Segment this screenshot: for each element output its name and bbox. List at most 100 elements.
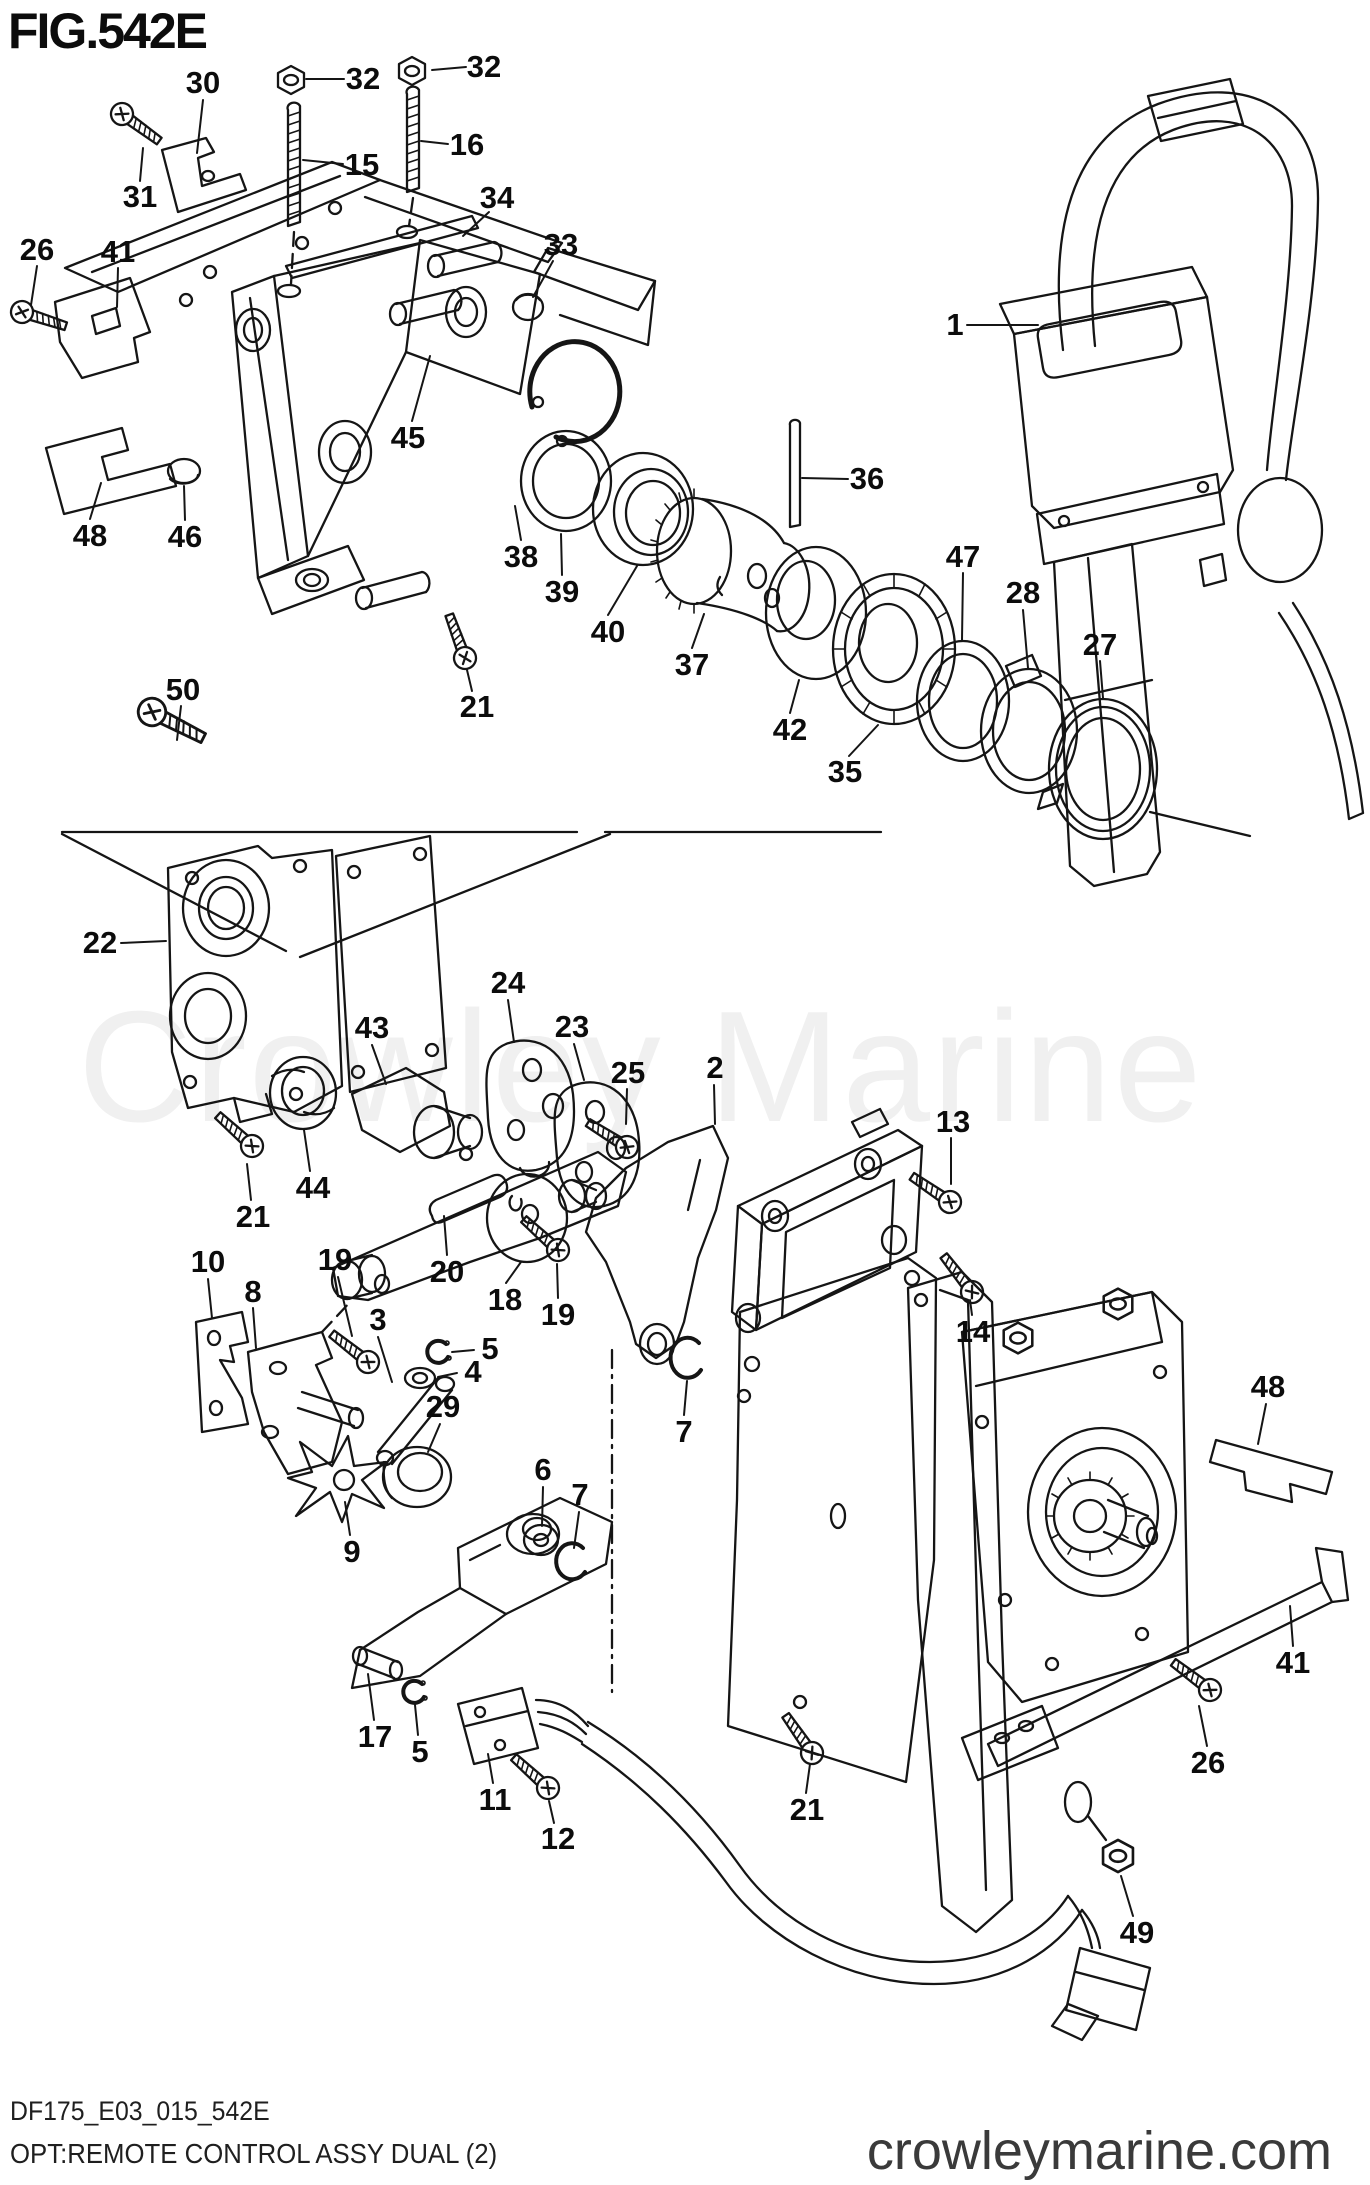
leader-line-33: [532, 260, 554, 298]
part-label-18[interactable]: 18: [487, 1282, 523, 1317]
watermark-text: Crowley Marine: [78, 979, 1204, 1155]
part-label-49[interactable]: 49: [1119, 1915, 1155, 1950]
leader-line-25: [625, 1088, 628, 1125]
part-label-6[interactable]: 6: [534, 1452, 552, 1487]
part-label-23[interactable]: 23: [554, 1009, 590, 1044]
part-label-4[interactable]: 4: [464, 1354, 482, 1389]
leader-line-40: [607, 565, 638, 616]
part-label-32[interactable]: 32: [466, 49, 502, 84]
leader-line-49: [1120, 1875, 1134, 1917]
part-label-34[interactable]: 34: [479, 180, 515, 215]
part-label-32[interactable]: 32: [345, 61, 381, 96]
part-label-15[interactable]: 15: [344, 147, 380, 182]
leader-line-15: [302, 159, 344, 165]
part-label-21[interactable]: 21: [235, 1199, 271, 1234]
leader-line-44: [303, 1129, 311, 1172]
part-label-48[interactable]: 48: [1250, 1369, 1286, 1404]
part-label-17[interactable]: 17: [357, 1719, 393, 1754]
part-label-28[interactable]: 28: [1005, 575, 1041, 610]
part-label-40[interactable]: 40: [590, 614, 626, 649]
leader-line-48: [1257, 1403, 1267, 1445]
part-label-26[interactable]: 26: [19, 232, 55, 267]
leader-line-24: [507, 999, 515, 1043]
part-label-41[interactable]: 41: [1275, 1645, 1311, 1680]
leader-line-7: [573, 1511, 580, 1549]
leader-line-37: [691, 613, 705, 649]
leader-line-11: [487, 1753, 494, 1784]
leader-line-9: [344, 1501, 351, 1536]
part-label-25[interactable]: 25: [610, 1055, 646, 1090]
part-label-43[interactable]: 43: [354, 1010, 390, 1045]
leader-line-17: [367, 1673, 375, 1721]
part-label-3[interactable]: 3: [369, 1302, 387, 1337]
control-unit-right: [906, 1270, 1350, 1934]
part-label-5[interactable]: 5: [411, 1734, 429, 1769]
part-label-7[interactable]: 7: [571, 1477, 589, 1512]
leader-line-39: [560, 533, 563, 576]
part-label-30[interactable]: 30: [185, 65, 221, 100]
upper-bracket-assembly: [6, 55, 657, 752]
part-label-13[interactable]: 13: [935, 1104, 971, 1139]
leader-line-50: [176, 705, 182, 741]
part-label-12[interactable]: 12: [540, 1821, 576, 1856]
leader-line-41: [116, 267, 119, 308]
part-label-8[interactable]: 8: [244, 1274, 262, 1309]
footer-site-link[interactable]: crowleymarine.com: [866, 2121, 1332, 2181]
leader-line-4: [437, 1372, 458, 1378]
leader-line-2: [713, 1084, 716, 1125]
part-label-16[interactable]: 16: [449, 127, 485, 162]
part-label-2[interactable]: 2: [706, 1050, 724, 1085]
part-label-14[interactable]: 14: [955, 1314, 991, 1349]
part-label-11[interactable]: 11: [478, 1782, 512, 1817]
part-label-20[interactable]: 20: [429, 1254, 465, 1289]
figure-title: FIG.542E: [8, 3, 208, 59]
leader-line-26: [1198, 1705, 1208, 1747]
part-label-1[interactable]: 1: [946, 307, 964, 342]
part-label-7[interactable]: 7: [675, 1414, 693, 1449]
part-label-27[interactable]: 27: [1082, 627, 1118, 662]
leader-lines-layer: [30, 66, 1294, 1917]
leader-line-35: [848, 724, 879, 757]
part-label-22[interactable]: 22: [82, 925, 118, 960]
part-label-42[interactable]: 42: [772, 712, 808, 747]
leader-line-42: [789, 679, 800, 714]
part-label-19[interactable]: 19: [540, 1297, 576, 1332]
leader-line-29: [427, 1423, 441, 1453]
part-label-24[interactable]: 24: [490, 965, 526, 1000]
part-label-35[interactable]: 35: [827, 754, 863, 789]
part-label-5[interactable]: 5: [481, 1331, 499, 1366]
part-label-46[interactable]: 46: [167, 519, 203, 554]
part-label-29[interactable]: 29: [425, 1389, 461, 1424]
part-label-37[interactable]: 37: [674, 647, 710, 682]
part-label-19[interactable]: 19: [317, 1242, 353, 1277]
part-label-48[interactable]: 48: [72, 518, 108, 553]
part-label-21[interactable]: 21: [459, 689, 495, 724]
part-label-31[interactable]: 31: [122, 179, 158, 214]
leader-line-34: [462, 211, 490, 237]
leader-line-46: [183, 485, 186, 521]
part-label-38[interactable]: 38: [503, 539, 539, 574]
part-label-50[interactable]: 50: [165, 672, 201, 707]
part-label-44[interactable]: 44: [295, 1170, 331, 1205]
footer-caption: OPT:REMOTE CONTROL ASSY DUAL (2): [10, 2138, 498, 2169]
leader-line-31: [139, 147, 144, 182]
part-label-39[interactable]: 39: [544, 574, 580, 609]
part-label-45[interactable]: 45: [390, 420, 426, 455]
part-label-47[interactable]: 47: [945, 539, 981, 574]
remote-control-handle: [998, 77, 1365, 888]
footer-code: DF175_E03_015_542E: [10, 2096, 270, 2126]
part-label-36[interactable]: 36: [849, 461, 885, 496]
leader-line-21: [466, 669, 473, 692]
leader-line-23: [573, 1043, 585, 1081]
part-label-10[interactable]: 10: [190, 1244, 226, 1279]
leader-line-27: [1099, 660, 1104, 699]
part-label-9[interactable]: 9: [343, 1534, 361, 1569]
part-label-21[interactable]: 21: [789, 1792, 825, 1827]
part-label-33[interactable]: 33: [543, 227, 579, 262]
part-label-26[interactable]: 26: [1190, 1745, 1226, 1780]
leader-line-18: [505, 1261, 522, 1284]
part-label-41[interactable]: 41: [100, 234, 136, 269]
leader-line-6: [541, 1486, 544, 1527]
leader-line-45: [411, 355, 431, 422]
